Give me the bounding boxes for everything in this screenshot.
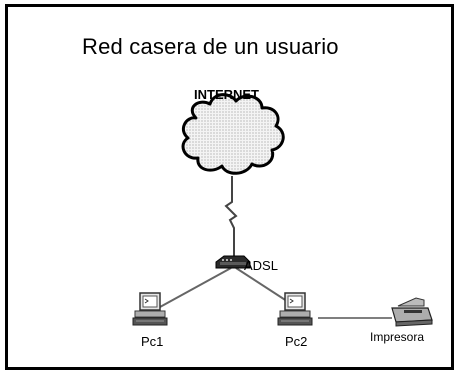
printer-label: Impresora: [370, 330, 425, 344]
connections: [159, 176, 392, 319]
adsl-modem-icon: [215, 255, 251, 269]
edge-internet-modem: [224, 176, 238, 258]
edge-modem-pc2: [235, 267, 294, 306]
printer-icon: [391, 297, 433, 327]
edge-modem-pc1: [159, 267, 232, 308]
cloud-icon: [181, 93, 285, 175]
pc1-label: Pc1: [141, 334, 164, 349]
pc2-label: Pc2: [285, 334, 308, 349]
pc1-computer-icon: [132, 292, 168, 326]
diagram-title: Red casera de un usuario: [82, 34, 339, 59]
diagram-frame: [5, 4, 454, 370]
pc2-computer-icon: [277, 292, 313, 326]
internet-label: INTERNET: [194, 87, 259, 102]
adsl-label: ADSL: [244, 258, 278, 273]
